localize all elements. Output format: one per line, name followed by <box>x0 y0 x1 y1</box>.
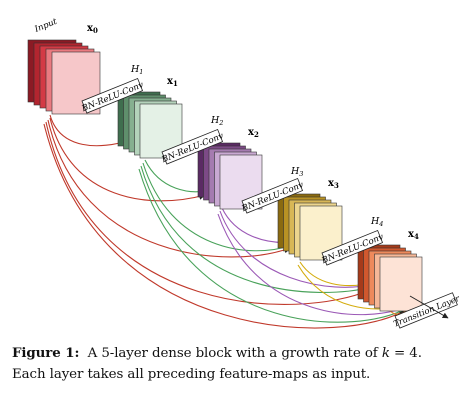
x0-label: x0 <box>87 23 98 35</box>
arc-x0-trans <box>43 123 406 329</box>
arc-x2-trans <box>217 213 410 316</box>
caption-text-before: A 5-layer dense block with a growth rate… <box>87 346 378 361</box>
caption-line-1: Figure 1: A 5-layer dense block with a g… <box>12 343 467 364</box>
h2-feature-stack <box>197 142 263 210</box>
arc-x2-h4 <box>219 210 375 289</box>
h3-feature-stack <box>277 193 343 261</box>
caption-line-2: Each layer takes all preceding feature-m… <box>12 367 371 382</box>
x4-label: x4 <box>408 229 419 241</box>
x1-label: x1 <box>167 76 178 88</box>
caption-k-value: 4. <box>409 346 422 361</box>
x2-label: x2 <box>248 127 259 139</box>
h3-label: H3 <box>290 166 303 178</box>
input-feature-stack <box>27 39 101 115</box>
arc-x1-trans <box>138 168 408 323</box>
h1-label: H1 <box>130 64 143 76</box>
figure-caption: Figure 1: A 5-layer dense block with a g… <box>12 343 467 385</box>
input-label: Input <box>32 17 59 36</box>
h1-feature-stack <box>117 91 183 159</box>
arc-x1-h3 <box>142 162 293 252</box>
caption-k-symbol: k <box>381 346 390 361</box>
arc-x0-h2 <box>49 117 206 202</box>
h4-label: H4 <box>370 216 383 228</box>
caption-equals: = <box>394 346 406 361</box>
x3-label: x3 <box>328 178 339 190</box>
h4-feature-stack <box>357 244 423 312</box>
h2-label: H2 <box>210 115 223 127</box>
arc-x0-h3 <box>47 119 291 258</box>
arc-x1-h4 <box>140 165 373 293</box>
transition-arrow <box>409 295 449 319</box>
caption-figure-label: Figure 1: <box>12 345 80 361</box>
h4-feature-map-5 <box>379 256 423 312</box>
arc-x0-h4 <box>45 121 371 305</box>
